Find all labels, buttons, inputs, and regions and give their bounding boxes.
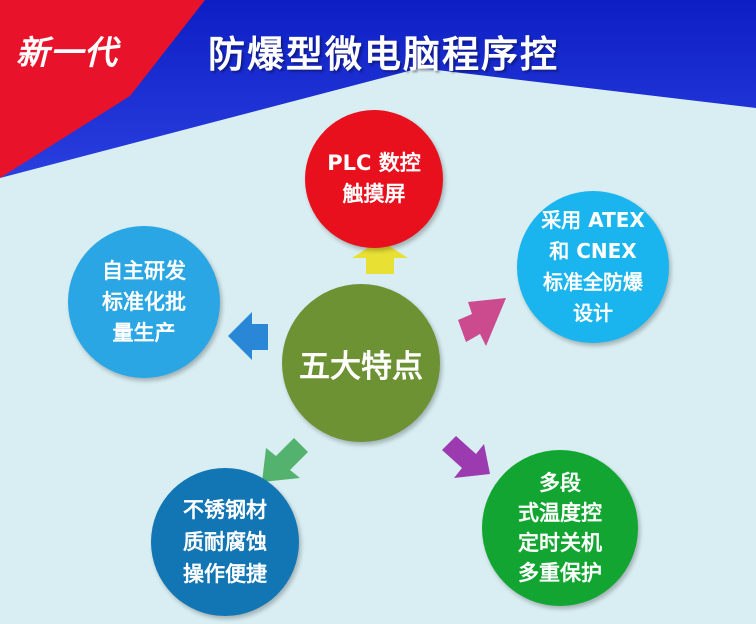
feature-left-lower-line-2: 质耐腐蚀 (183, 530, 267, 554)
feature-right-upper-line-2: 和 CNEX (549, 239, 637, 263)
feature-right-upper-line-4: 设计 (573, 301, 613, 325)
feature-right-upper-line-1: 采用 ATEX (541, 208, 645, 232)
arrow-left-icon (228, 312, 268, 360)
feature-circle-left-upper: 自主研发 标准化批 量生产 (68, 226, 220, 378)
center-circle: 五大特点 (282, 284, 440, 442)
feature-left-upper-line-3: 量生产 (112, 320, 176, 345)
arrow-down-right-icon (442, 436, 490, 478)
arrow-up-right-icon (458, 298, 506, 346)
feature-left-upper-line-2: 标准化批 (102, 289, 186, 314)
feature-top-line-1: PLC 数控 (327, 151, 421, 175)
feature-top-line-2: 触摸屏 (342, 182, 406, 206)
feature-left-lower-line-1: 不锈钢材 (183, 498, 267, 522)
feature-right-lower-line-3: 定时关机 (518, 531, 602, 555)
header-red-corner (0, 0, 205, 178)
feature-right-lower-line-2: 式温度控 (518, 501, 602, 525)
center-label: 五大特点 (299, 348, 423, 385)
arrow-down-left-icon (262, 438, 308, 482)
feature-circle-right-upper: 采用 ATEX 和 CNEX 标准全防爆 设计 (517, 191, 669, 343)
header-title: 防爆型微电脑程序控 (208, 33, 559, 76)
feature-circle-left-lower: 不锈钢材 质耐腐蚀 操作便捷 (151, 468, 299, 616)
header-tag: 新一代 (16, 33, 118, 72)
feature-circle-top: PLC 数控 触摸屏 (305, 110, 443, 248)
feature-circle-right-lower: 多段 式温度控 定时关机 多重保护 (482, 450, 638, 606)
feature-right-lower-line-4: 多重保护 (518, 561, 602, 585)
feature-left-upper-line-1: 自主研发 (102, 258, 186, 283)
header-blue-band (0, 0, 756, 178)
feature-right-lower-line-1: 多段 (539, 471, 581, 495)
feature-right-upper-line-3: 标准全防爆 (543, 270, 643, 294)
feature-left-lower-line-3: 操作便捷 (183, 562, 267, 586)
arrow-up-icon (352, 240, 408, 274)
